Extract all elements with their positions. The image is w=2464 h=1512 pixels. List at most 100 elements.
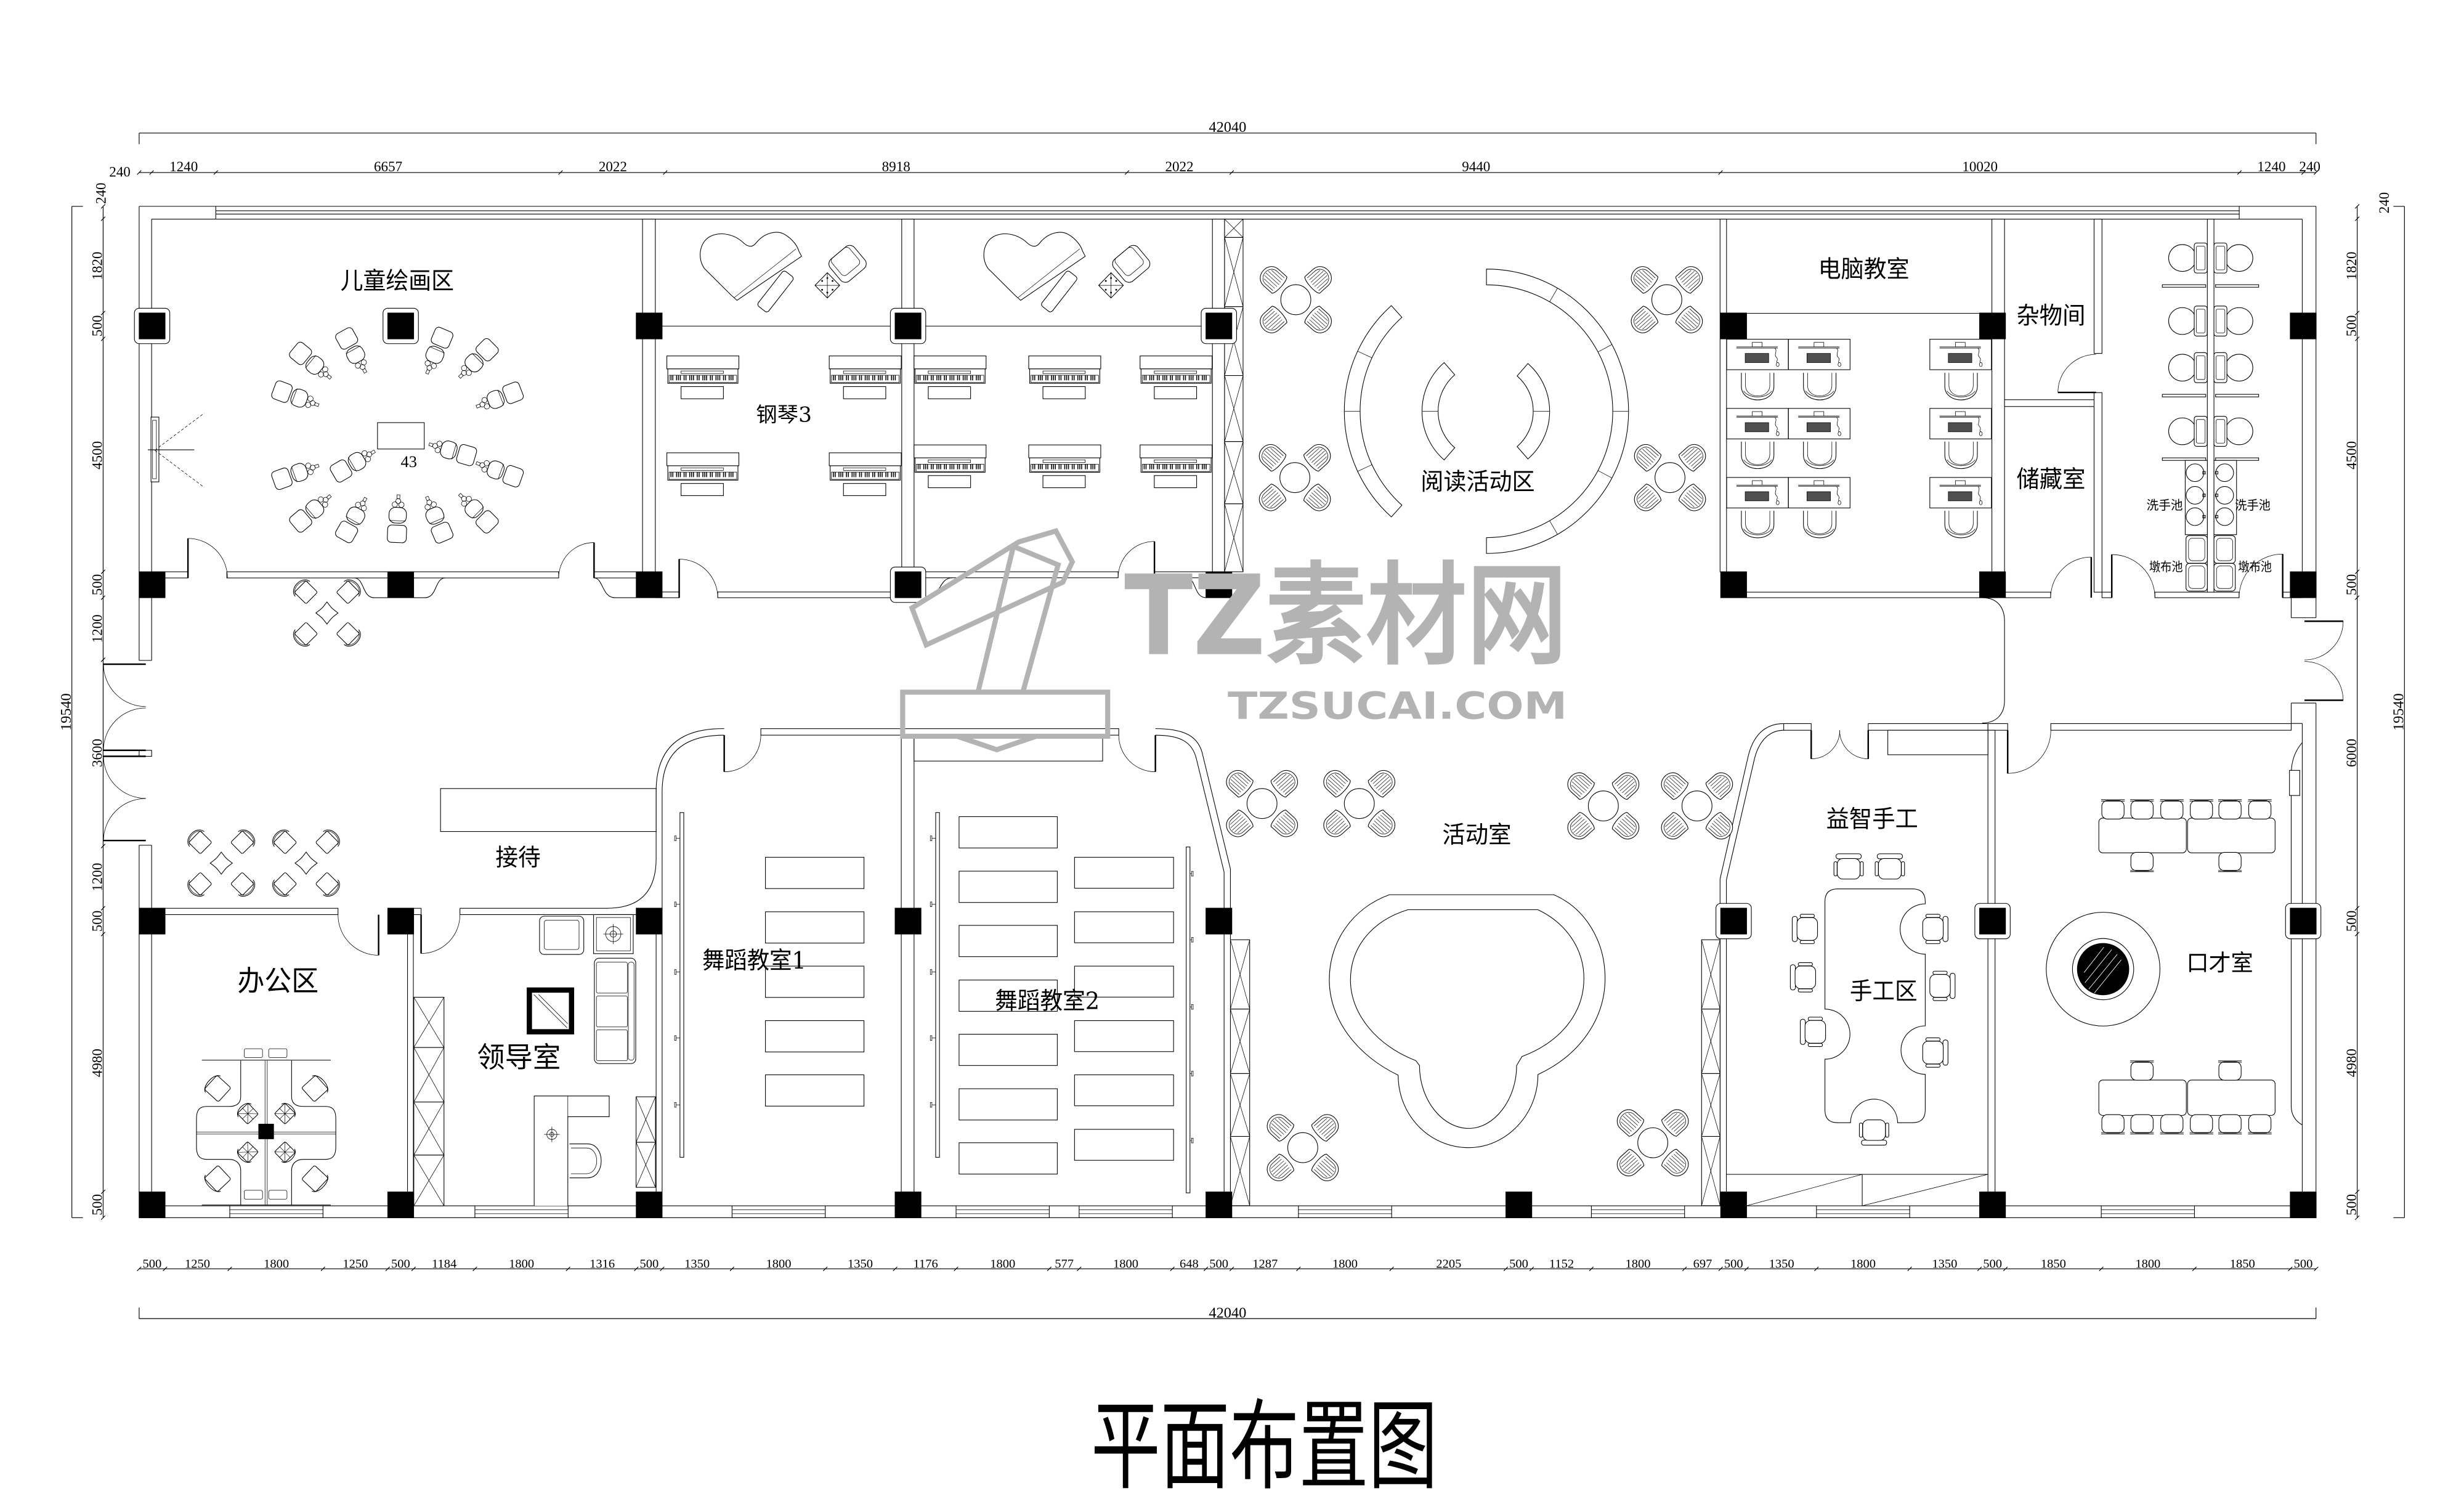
chair-armrest [1925, 914, 1941, 918]
armchair [1631, 306, 1658, 333]
easel-desk-and-stool [476, 381, 524, 410]
wall-cabinet [636, 1096, 656, 1188]
chair-seat [2218, 1061, 2242, 1081]
dimension-value: 500 [2343, 315, 2359, 337]
corridor-wall-profile [1187, 577, 1206, 598]
monitor-stand [1814, 342, 1825, 348]
dimension-tick [1744, 1266, 1749, 1272]
computer-chair [1944, 441, 1978, 469]
partition-wall [1868, 723, 1988, 731]
armchair-hatch [1680, 311, 1699, 330]
footstool-seams [815, 272, 840, 298]
chair [293, 622, 317, 647]
dance-mat [1074, 1074, 1174, 1107]
dimension-tick [663, 170, 668, 175]
chair-back [293, 629, 310, 647]
stool-edge [291, 388, 298, 404]
door [2057, 354, 2096, 394]
chair-frame [1803, 511, 1837, 539]
computer-desk [1929, 408, 1992, 439]
chair-frame [1944, 441, 1978, 469]
partition-wall [717, 591, 902, 598]
column [2290, 571, 2317, 598]
curved-bench [1343, 305, 1403, 518]
chair-seat [2190, 800, 2213, 819]
chair-seat-edge [1805, 391, 1834, 397]
door-swing-arc [2112, 554, 2155, 598]
corridor-wall-profile [594, 577, 636, 598]
dimension-value: 500 [89, 574, 105, 596]
armchair [1112, 245, 1151, 283]
armchair-frame-inner [1681, 447, 1703, 469]
column [387, 571, 415, 598]
armchair-frame-inner [1637, 447, 1659, 469]
art-supply [314, 463, 320, 469]
table-with-four-armchairs [1258, 444, 1331, 511]
armchair [1611, 772, 1639, 800]
side-table-top [596, 917, 631, 951]
window [474, 1205, 569, 1218]
stool [464, 499, 484, 518]
dimension-value: 6000 [2343, 739, 2359, 767]
office-chair [1874, 853, 1905, 880]
round-table [1681, 791, 1712, 821]
music-rest [928, 370, 971, 374]
column [1720, 312, 1747, 339]
art-supply [458, 493, 464, 498]
cabinet-diagonal [1224, 219, 1244, 238]
dimension-tick [320, 1266, 326, 1272]
armchair-frame-inner [1678, 269, 1700, 291]
armchair-seat [1114, 246, 1144, 276]
chair-seat-edge [1743, 459, 1772, 466]
art-supply [322, 366, 328, 373]
dimension-tick [2354, 569, 2360, 574]
executive-desk [533, 1095, 610, 1206]
easel-desk [431, 327, 453, 349]
chair-seat [231, 872, 254, 895]
dimension-value: 1350 [1932, 1258, 1957, 1271]
round-table [1587, 791, 1619, 821]
craft-room-furniture [1726, 730, 1988, 1206]
toilet-tank [2194, 416, 2208, 447]
easel-desk-and-stool [330, 449, 376, 483]
keyboard [1745, 353, 1769, 363]
workstation-desk [291, 1060, 336, 1205]
corridor-furniture [187, 579, 657, 897]
piano-bench [928, 386, 971, 399]
grand-piano [983, 232, 1086, 301]
piano-lid [1028, 356, 1101, 370]
dimension-total-value: 42040 [1209, 1304, 1246, 1321]
dimension-tick [1203, 1266, 1209, 1272]
piano-lid [829, 356, 902, 370]
table-number-label: 43 [401, 452, 417, 471]
armchair-frame-inner [1273, 812, 1295, 834]
dance-mat [958, 925, 1058, 957]
art-supply [362, 497, 368, 503]
armchair-frame-inner [1664, 815, 1686, 837]
craft-table [1825, 888, 1926, 1123]
armchair-frame-inner [1570, 815, 1592, 837]
dimension-tick [411, 1266, 416, 1272]
chair [2218, 799, 2242, 819]
partition-wall [407, 914, 414, 1206]
chair-seat [1804, 1020, 1826, 1044]
window [1298, 1205, 1392, 1218]
curved-bench [1422, 362, 1456, 461]
chair-back [323, 829, 340, 847]
chair [336, 622, 361, 647]
chair-armrest [1932, 970, 1948, 975]
dimension-tick [2301, 170, 2306, 175]
glass-reflection [533, 994, 567, 1028]
computer-chair [1741, 511, 1775, 539]
computer-desk [1788, 477, 1850, 508]
chair-seat-edge [1947, 459, 1976, 466]
chair-frame [1948, 511, 1974, 534]
dimension-tick [893, 1266, 898, 1272]
dimension-tick [1589, 1266, 1594, 1272]
telephone [244, 1048, 263, 1058]
chair-seat [2218, 1114, 2242, 1134]
dimension-value: 1200 [89, 863, 105, 892]
activity-room-furniture [1226, 770, 1733, 1182]
dimension-value: 10020 [1962, 158, 1998, 174]
chair-armrest [1797, 988, 1813, 993]
